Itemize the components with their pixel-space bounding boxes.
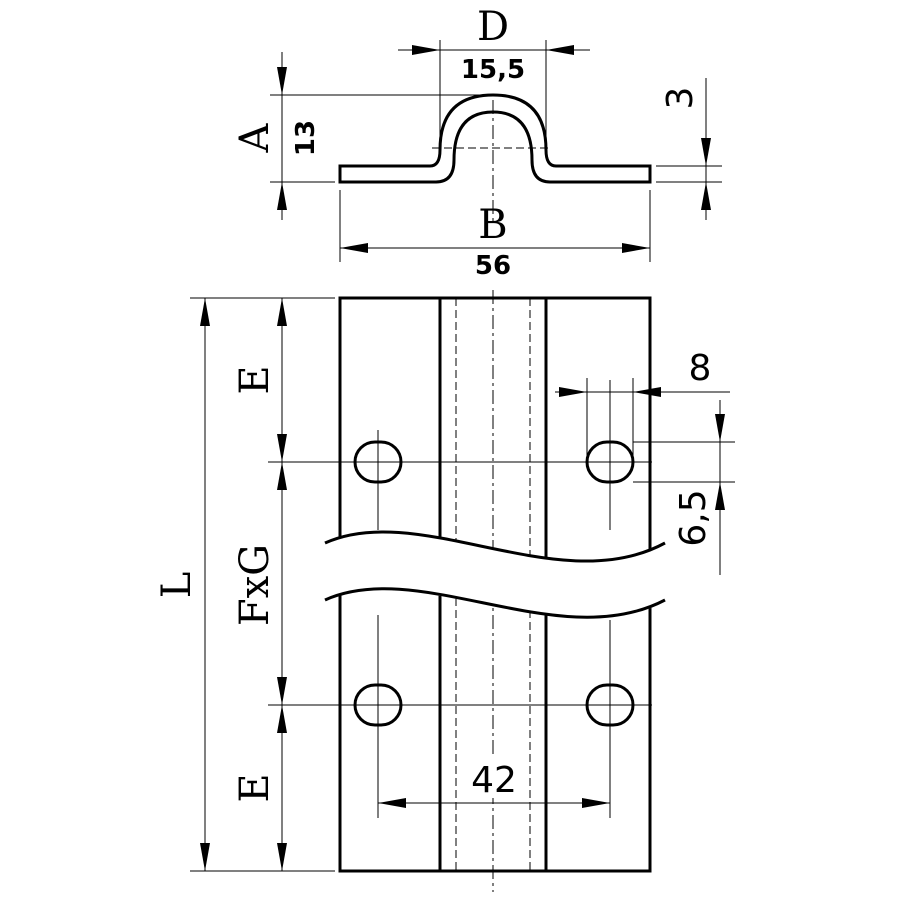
value-b: 56 [475, 251, 511, 281]
value-thickness: 3 [660, 87, 701, 110]
arrow-b-right [622, 243, 650, 253]
slot-bottom-left [353, 683, 403, 727]
arrow-42-left [378, 798, 406, 808]
label-42-bg [465, 758, 525, 798]
arrow-e2-top [277, 705, 287, 733]
label-d: D [477, 4, 509, 50]
arrow-d-left [412, 45, 440, 55]
arrow-e1-bottom [277, 434, 287, 462]
arrow-65-bottom [715, 482, 725, 510]
arrow-fxg-top [277, 462, 287, 490]
slot-top-left [353, 440, 403, 484]
arrow-65-top [715, 414, 725, 442]
arrow-b-left [340, 243, 368, 253]
label-e-bottom: E [232, 773, 278, 802]
arrow-l-top [200, 298, 210, 326]
arrow-e2-bottom [277, 843, 287, 871]
slot-center-marks [370, 454, 618, 713]
arrow-fxg-bottom [277, 677, 287, 705]
break-gap [322, 531, 670, 618]
value-slot-width: 6,5 [673, 489, 714, 546]
arrow-e1-top [277, 298, 287, 326]
arrow-8-left [559, 387, 587, 397]
value-slot-length: 8 [689, 348, 712, 389]
value-a: 13 [291, 120, 321, 156]
break-line-top [324, 530, 666, 563]
arrow-42-right [582, 798, 610, 808]
label-e-top: E [232, 365, 278, 394]
arrow-8-right [633, 387, 661, 397]
plan-view: L E FxG E 8 6,5 42 [154, 290, 735, 892]
value-hole-spacing: 42 [471, 760, 517, 801]
arrow-a-bottom [277, 182, 287, 210]
value-d: 15,5 [461, 55, 525, 85]
break-line-bottom [324, 587, 666, 619]
label-l: L [154, 572, 200, 599]
profile-view: D 15,5 A 13 3 B 56 [232, 4, 722, 281]
label-fxg: FxG [232, 544, 278, 626]
label-a: A [232, 122, 278, 153]
slot-bottom-right [585, 683, 635, 727]
arrow-thk-bottom [701, 182, 711, 210]
arrow-d-right [546, 45, 574, 55]
arrow-l-bottom [200, 843, 210, 871]
label-b: B [478, 202, 507, 248]
profile-outline [338, 93, 652, 184]
arrow-thk-top [701, 138, 711, 166]
arrow-a-top [277, 67, 287, 95]
